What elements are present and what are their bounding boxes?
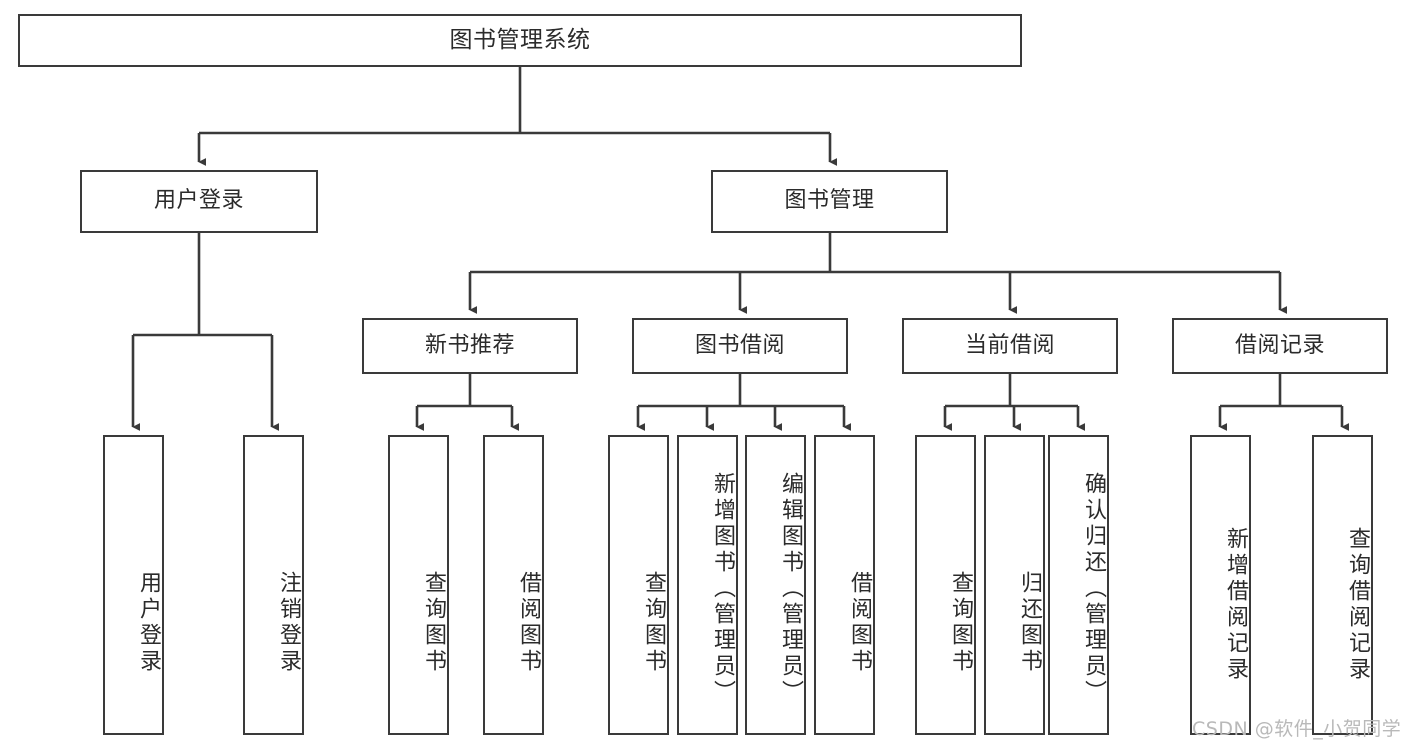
node-leaf-query-book-3[interactable]: 查询图书: [915, 435, 976, 735]
node-leaf-query-book-2[interactable]: 查询图书: [608, 435, 669, 735]
node-leaf-user-login[interactable]: 用户登录: [103, 435, 164, 735]
node-leaf-borrow-book-2[interactable]: 借阅图书: [814, 435, 875, 735]
node-leaf-user-logout-label: 注销登录: [276, 570, 301, 675]
node-leaf-add-book[interactable]: 新增图书（管理员）: [677, 435, 738, 735]
node-leaf-user-logout[interactable]: 注销登录: [243, 435, 304, 735]
node-user-login-label: 用户登录: [153, 188, 244, 214]
node-leaf-query-book-2-label: 查询图书: [641, 570, 666, 675]
node-leaf-confirm-return[interactable]: 确认归还（管理员）: [1048, 435, 1109, 735]
node-leaf-edit-book-label: 编辑图书（管理员）: [778, 472, 803, 706]
node-new-book-rec[interactable]: 新书推荐: [362, 318, 578, 374]
node-leaf-user-login-label: 用户登录: [136, 570, 161, 675]
node-leaf-borrow-book-1[interactable]: 借阅图书: [483, 435, 544, 735]
node-leaf-return-book-label: 归还图书: [1017, 570, 1042, 675]
node-leaf-borrow-book-2-label: 借阅图书: [847, 570, 872, 675]
node-borrow-record[interactable]: 借阅记录: [1172, 318, 1388, 374]
node-book-manage[interactable]: 图书管理: [711, 170, 948, 233]
node-leaf-edit-book[interactable]: 编辑图书（管理员）: [745, 435, 806, 735]
node-book-manage-label: 图书管理: [784, 188, 875, 214]
node-root-system[interactable]: 图书管理系统: [18, 14, 1022, 67]
node-new-book-rec-label: 新书推荐: [424, 332, 515, 358]
node-root-label: 图书管理系统: [449, 26, 591, 53]
csdn-watermark: CSDN @软件_小贺同学: [1192, 718, 1402, 740]
node-leaf-query-record-label: 查询借阅记录: [1345, 527, 1370, 683]
node-leaf-add-record-label: 新增借阅记录: [1223, 527, 1248, 683]
node-book-borrow[interactable]: 图书借阅: [632, 318, 848, 374]
node-leaf-add-book-label: 新增图书（管理员）: [710, 472, 735, 706]
node-leaf-query-book-1-label: 查询图书: [421, 570, 446, 675]
node-leaf-query-book-1[interactable]: 查询图书: [388, 435, 449, 735]
node-leaf-borrow-book-1-label: 借阅图书: [516, 570, 541, 675]
node-leaf-add-record[interactable]: 新增借阅记录: [1190, 435, 1251, 735]
node-borrow-record-label: 借阅记录: [1234, 332, 1325, 358]
node-current-borrow-label: 当前借阅: [964, 332, 1055, 358]
node-current-borrow[interactable]: 当前借阅: [902, 318, 1118, 374]
node-leaf-query-record[interactable]: 查询借阅记录: [1312, 435, 1373, 735]
node-user-login[interactable]: 用户登录: [80, 170, 318, 233]
node-leaf-query-book-3-label: 查询图书: [948, 570, 973, 675]
node-leaf-confirm-return-label: 确认归还（管理员）: [1081, 472, 1106, 706]
node-book-borrow-label: 图书借阅: [694, 332, 785, 358]
node-leaf-return-book[interactable]: 归还图书: [984, 435, 1045, 735]
